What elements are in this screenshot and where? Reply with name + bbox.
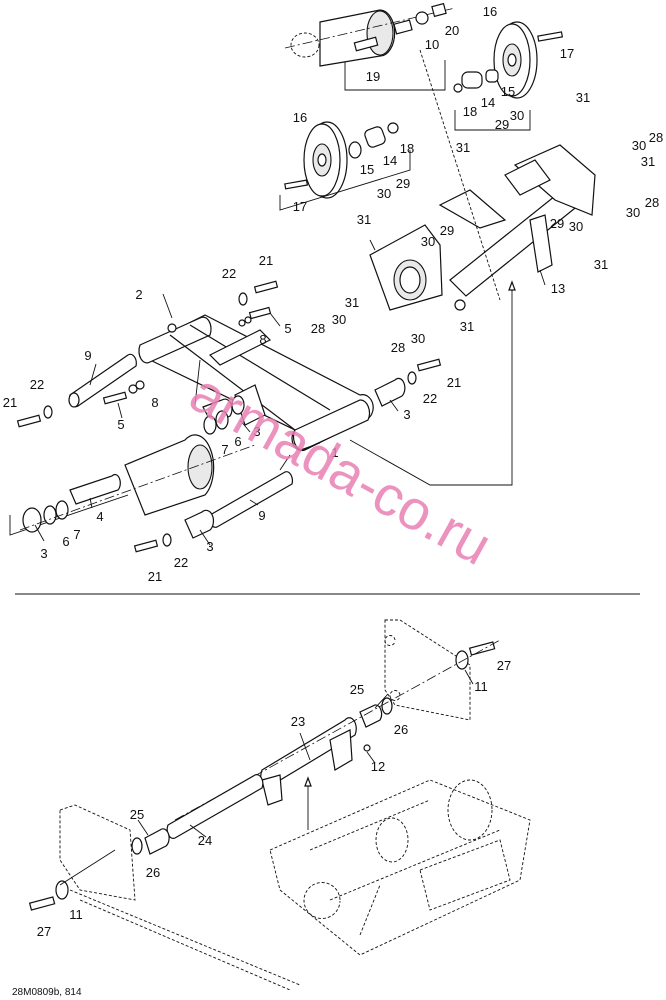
callout-4: 4	[96, 509, 103, 524]
arm-right-fasteners	[202, 280, 442, 435]
callout-3-mid: 3	[253, 424, 260, 439]
callout-22-top: 22	[222, 266, 236, 281]
callout-29-a: 29	[495, 117, 509, 132]
callout-9-lower: 9	[258, 508, 265, 523]
callout-16-upper: 16	[483, 4, 497, 19]
callout-14-left: 14	[383, 153, 397, 168]
callout-13: 13	[551, 281, 565, 296]
left-fasteners	[16, 380, 145, 428]
callout-2: 2	[135, 287, 142, 302]
callout-6-mid: 6	[234, 434, 241, 449]
callout-31-e: 31	[594, 257, 608, 272]
figure-reference: 28M0809b, 814	[12, 987, 82, 998]
callout-8-right: 8	[259, 332, 266, 347]
callout-19: 19	[366, 69, 380, 84]
callout-3-right: 3	[403, 407, 410, 422]
callout-29-d: 29	[550, 216, 564, 231]
callout-30-d: 30	[626, 205, 640, 220]
callout-30-h: 30	[411, 331, 425, 346]
callout-18-left: 18	[400, 141, 414, 156]
callout-28-d: 28	[391, 340, 405, 355]
callout-24: 24	[198, 833, 212, 848]
callout-21-right: 21	[447, 375, 461, 390]
idler-wheel-left	[279, 121, 411, 211]
rear-shaft-24	[28, 774, 264, 911]
callout-31-c: 31	[641, 154, 655, 169]
callout-29-c: 29	[440, 223, 454, 238]
callout-28-c: 28	[311, 321, 325, 336]
callout-30-a: 30	[510, 108, 524, 123]
callout-22-lower: 22	[174, 555, 188, 570]
idler-wheel-right	[453, 21, 564, 131]
callout-25-upper: 25	[350, 682, 364, 697]
callout-18-upper: 18	[463, 104, 477, 119]
callout-7-mid: 7	[221, 442, 228, 457]
callout-31-a: 31	[576, 90, 590, 105]
callout-20: 20	[445, 23, 459, 38]
callout-22-left: 22	[30, 377, 44, 392]
callout-30-c: 30	[377, 186, 391, 201]
callout-9-upper: 9	[84, 348, 91, 363]
callout-12: 12	[371, 759, 385, 774]
swing-arm-assembly	[138, 314, 374, 452]
callout-30-f: 30	[421, 234, 435, 249]
callout-26-lower: 26	[146, 865, 160, 880]
callout-21-top: 21	[259, 253, 273, 268]
callout-14-upper: 14	[481, 95, 495, 110]
callout-17-upper: 17	[560, 46, 574, 61]
lower-left-roller	[9, 434, 256, 536]
callout-17-left: 17	[293, 199, 307, 214]
assembled-suspension	[194, 359, 531, 956]
callout-28-b: 28	[645, 195, 659, 210]
callout-15-upper: 15	[501, 84, 515, 99]
callout-30-e: 30	[569, 219, 583, 234]
callout-22-right: 22	[423, 391, 437, 406]
callout-31-b: 31	[456, 140, 470, 155]
callout-31-f: 31	[345, 295, 359, 310]
leader-lines	[34, 239, 546, 886]
callout-5-left: 5	[117, 417, 124, 432]
shaft-9-upper	[68, 353, 137, 408]
callout-3-lower-left: 3	[40, 546, 47, 561]
callout-21-left: 21	[3, 395, 17, 410]
callout-28-a: 28	[649, 130, 663, 145]
rear-frame-outline	[59, 619, 471, 991]
callout-1: 1	[331, 445, 338, 460]
callout-27-upper: 27	[497, 658, 511, 673]
callout-6-lower: 6	[62, 534, 69, 549]
callout-23: 23	[291, 714, 305, 729]
callout-21-lower: 21	[148, 569, 162, 584]
callout-15-left: 15	[360, 162, 374, 177]
callout-11-lower: 11	[69, 907, 83, 922]
callout-10: 10	[425, 37, 439, 52]
cross-shaft-assembly	[369, 49, 596, 311]
callout-29-b: 29	[396, 176, 410, 191]
shaft-9-lower	[133, 471, 293, 553]
callout-26-upper: 26	[394, 722, 408, 737]
callout-25-lower: 25	[130, 807, 144, 822]
callout-7-lower: 7	[73, 527, 80, 542]
callout-31-d: 31	[357, 212, 371, 227]
callout-27-lower: 27	[37, 924, 51, 939]
callout-16-left: 16	[293, 110, 307, 125]
callout-5-right: 5	[284, 321, 291, 336]
callout-31-g: 31	[460, 319, 474, 334]
callout-labels: 1 2 3 3 3 3 4 5 5 6 6 7 7 8 8 9 9 10 11 …	[3, 4, 663, 939]
callout-11-upper: 11	[474, 679, 488, 694]
callout-30-b: 30	[632, 138, 646, 153]
callout-8-left: 8	[151, 395, 158, 410]
upper-idler-assembly	[284, 2, 456, 91]
callout-30-g: 30	[332, 312, 346, 327]
callout-3-lower: 3	[206, 539, 213, 554]
